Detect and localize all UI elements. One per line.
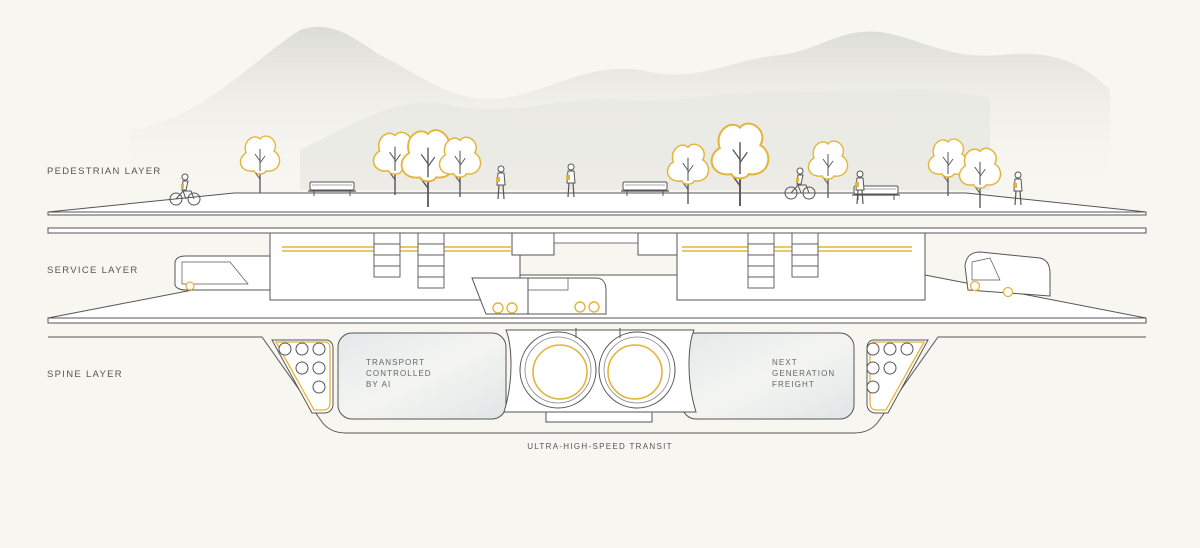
transport-tube-label-line: BY AI xyxy=(366,380,392,389)
pedestrian-layer-label: PEDESTRIAN LAYER xyxy=(47,166,162,177)
service-layer-label: SERVICE LAYER xyxy=(47,265,139,276)
transport-tube-label-line: CONTROLLED xyxy=(366,369,432,378)
conduits xyxy=(278,342,914,394)
transport-tube-label-line: TRANSPORT xyxy=(366,358,426,367)
service-ceiling xyxy=(47,227,1147,234)
pedestrian-deck xyxy=(47,192,1147,216)
spine-layer-label: SPINE LAYER xyxy=(47,369,123,380)
hyperloop-tubes xyxy=(503,328,697,423)
transport-tubes xyxy=(337,332,855,420)
freight-tube-label-line: NEXT xyxy=(772,358,798,367)
freight-tube-label: NEXT GENERATION FREIGHT xyxy=(772,357,835,390)
freight-tube-label-line: GENERATION xyxy=(772,369,836,378)
spine-shell xyxy=(48,336,1146,434)
vehicles xyxy=(174,251,1051,315)
service-buildings xyxy=(269,232,926,301)
transport-tube-label: TRANSPORT CONTROLLED BY AI xyxy=(366,357,432,390)
transit-caption: ULTRA-HIGH-SPEED TRANSIT xyxy=(527,442,673,451)
freight-tube-label-line: FREIGHT xyxy=(772,380,815,389)
